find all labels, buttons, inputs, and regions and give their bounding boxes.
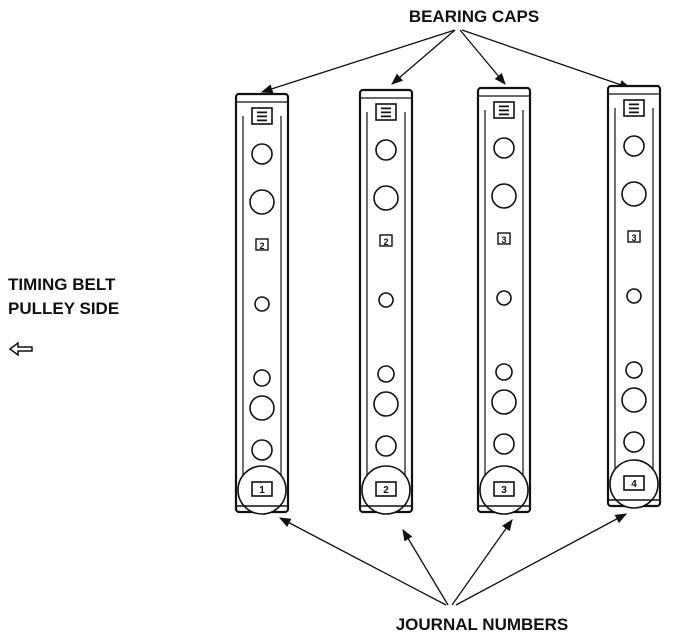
timing-belt-label-line2: PULLEY SIDE	[8, 299, 119, 318]
cap-mid-mark-box	[497, 232, 511, 245]
bolt-hole	[495, 363, 513, 381]
journal-number-box	[623, 475, 645, 491]
cap-mid-mark: 3	[501, 235, 506, 245]
bolt-hole	[623, 135, 645, 157]
bearing-caps-label: BEARING CAPS	[409, 7, 539, 26]
bolt-hole	[251, 143, 273, 165]
bearing-caps-leaders	[260, 29, 632, 94]
bolt-hole	[496, 290, 512, 306]
bolt-hole	[373, 185, 399, 211]
journal-number-box	[375, 481, 397, 497]
cap-top-mark: ☰	[256, 109, 268, 124]
bearing-caps-group: ☰ 2 1 ☰ 2 2 ☰ 3 3 ☰ 3 4	[234, 84, 662, 515]
cap-top-mark: ☰	[498, 103, 510, 118]
cap-top-mark-box	[251, 107, 273, 125]
bolt-hole	[375, 139, 397, 161]
cap-mid-mark-box	[255, 238, 269, 251]
bearing-cap-3: ☰ 3 3	[476, 86, 532, 515]
cap-mid-mark: 2	[259, 241, 264, 251]
bolt-hole	[621, 181, 647, 207]
bearing-cap-4: ☰ 3 4	[606, 84, 662, 509]
bolt-hole	[249, 189, 275, 215]
bolt-hole	[254, 296, 270, 312]
journal-numbers-leaders	[278, 513, 628, 606]
journal-number: 2	[383, 485, 389, 496]
cap-top-mark-box	[493, 101, 515, 119]
bolt-hole	[491, 183, 517, 209]
journal-numbers-label: JOURNAL NUMBERS	[396, 615, 569, 634]
cap-mid-mark: 2	[383, 237, 388, 247]
cap-mid-mark-box	[627, 230, 641, 243]
bolt-hole	[375, 435, 397, 457]
bearing-cap-1: ☰ 2 1	[234, 92, 290, 515]
cap-mid-mark: 3	[631, 233, 636, 243]
bolt-hole	[251, 439, 273, 461]
bolt-hole	[491, 389, 517, 415]
journal-number: 4	[631, 479, 637, 490]
bolt-hole	[249, 395, 275, 421]
bolt-hole	[621, 387, 647, 413]
bolt-hole	[493, 137, 515, 159]
bolt-hole	[373, 391, 399, 417]
bolt-hole	[623, 431, 645, 453]
cap-top-mark: ☰	[380, 105, 392, 120]
bolt-hole	[493, 433, 515, 455]
bolt-hole	[378, 292, 394, 308]
journal-number: 1	[259, 485, 265, 496]
bolt-hole	[377, 365, 395, 383]
journal-number-box	[493, 481, 515, 497]
timing-belt-label-line1: TIMING BELT	[8, 275, 116, 294]
cap-top-mark-box	[375, 103, 397, 121]
cap-top-mark-box	[623, 99, 645, 117]
left-arrow-icon	[8, 341, 33, 357]
bolt-hole	[626, 288, 642, 304]
bearing-cap-2: ☰ 2 2	[358, 88, 414, 515]
bolt-hole	[253, 369, 271, 387]
cap-mid-mark-box	[379, 234, 393, 247]
cap-top-mark: ☰	[628, 101, 640, 116]
bolt-hole	[625, 361, 643, 379]
journal-number-box	[251, 481, 273, 497]
journal-number: 3	[501, 485, 507, 496]
